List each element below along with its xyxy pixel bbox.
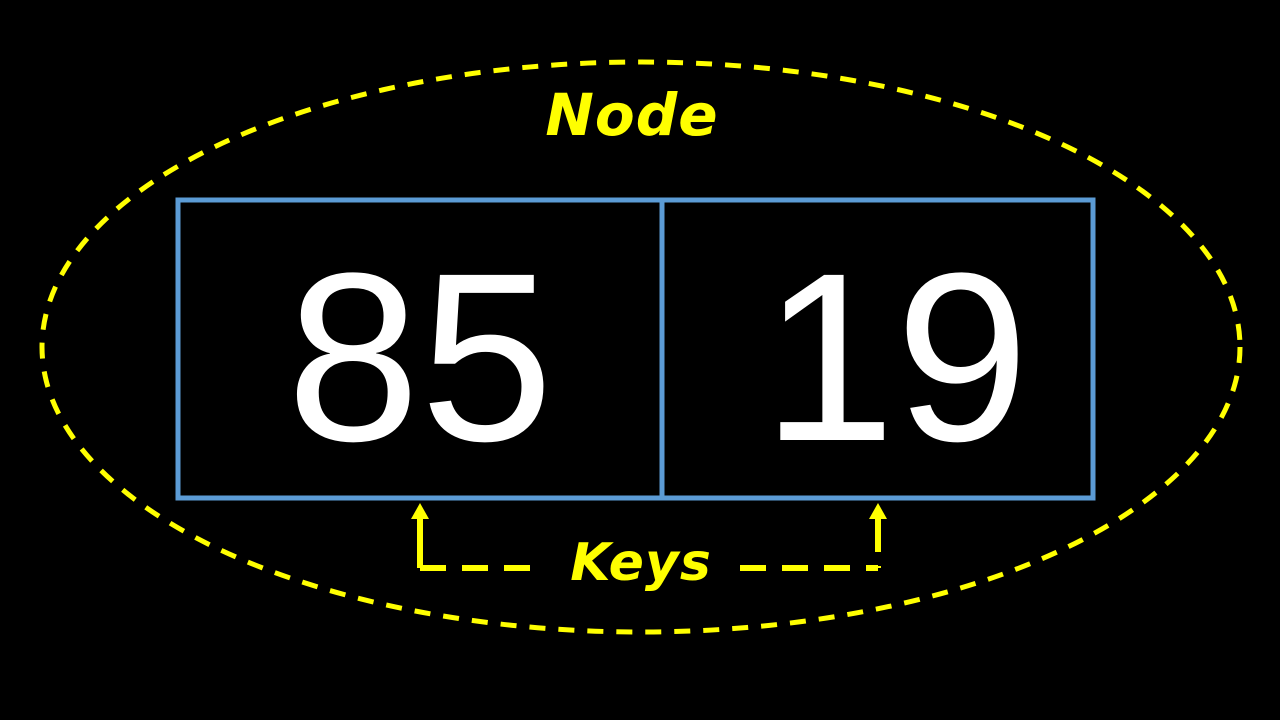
leader-arrowhead-0: [411, 503, 429, 519]
key-cell-value-1: 19: [762, 223, 1029, 491]
node-label: Node: [545, 81, 718, 149]
leader-arrowhead-1: [869, 503, 887, 519]
keys-label: Keys: [570, 533, 712, 593]
key-cell-value-0: 85: [287, 223, 554, 491]
keys-leader-lines: [411, 503, 887, 571]
node-boundary-ellipse: [39, 59, 1243, 635]
key-box-outline: [175, 197, 1096, 501]
